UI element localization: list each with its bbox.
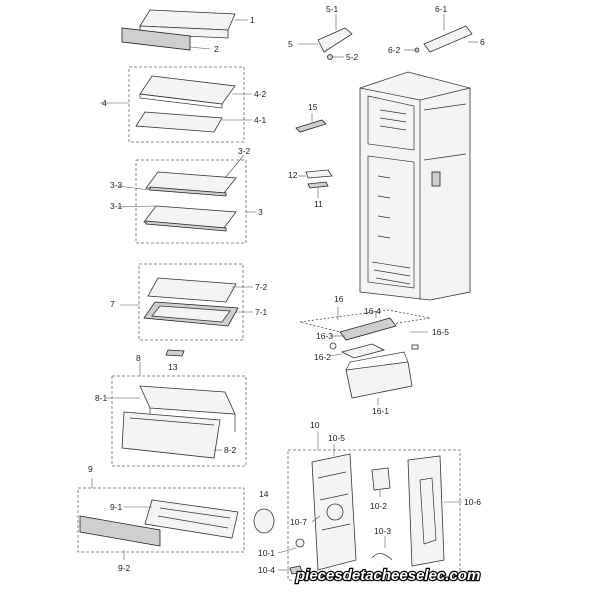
part-14-cap — [253, 508, 275, 534]
label-6-2: 6-2 — [388, 45, 401, 55]
label-9-1: 9-1 — [110, 502, 123, 512]
part-16-ice-assembly — [299, 307, 431, 405]
watermark-text: piecesdetacheeselec.com — [295, 567, 480, 584]
label-4-1: 4-1 — [254, 115, 267, 125]
label-3: 3 — [258, 207, 263, 217]
label-5-1: 5-1 — [326, 4, 339, 14]
group-box-8 — [111, 375, 247, 467]
label-7-2: 7-2 — [255, 282, 268, 292]
part-cabinet — [359, 71, 471, 301]
part-12-11-sensor — [298, 169, 333, 198]
label-16-3: 16-3 — [316, 331, 333, 341]
label-16-2: 16-2 — [314, 352, 331, 362]
label-10-2: 10-2 — [370, 501, 387, 511]
label-7-1: 7-1 — [255, 307, 268, 317]
label-16: 16 — [334, 294, 344, 304]
part-1-2-tray — [121, 9, 248, 51]
label-3-2: 3-2 — [238, 146, 251, 156]
label-8-2: 8-2 — [224, 445, 237, 455]
label-16-5: 16-5 — [432, 327, 449, 337]
label-9: 9 — [88, 464, 93, 474]
label-10-5: 10-5 — [328, 433, 345, 443]
part-13-clip — [165, 349, 185, 357]
group-box-9 — [77, 487, 245, 553]
label-5: 5 — [288, 39, 293, 49]
label-8-1: 8-1 — [95, 393, 108, 403]
label-10-3: 10-3 — [374, 526, 391, 536]
part-10-rear-assembly — [277, 432, 462, 575]
label-10-4: 10-4 — [258, 565, 275, 575]
label-14: 14 — [259, 489, 269, 499]
part-4-shelf — [100, 75, 252, 133]
label-12: 12 — [288, 170, 298, 180]
group-box-3 — [135, 159, 247, 244]
part-5-hinge — [298, 14, 353, 60]
part-15-light-cover — [295, 113, 327, 133]
label-10-1: 10-1 — [258, 548, 275, 558]
label-8: 8 — [136, 353, 141, 363]
part-8-crisper-drawer — [106, 362, 236, 459]
part-6-hinge-cover — [404, 14, 478, 53]
part-3-glass-shelf — [117, 154, 256, 232]
label-2: 2 — [214, 44, 219, 54]
group-box-10 — [287, 449, 461, 581]
label-13: 13 — [168, 362, 178, 372]
label-1: 1 — [250, 15, 255, 25]
label-10-6: 10-6 — [464, 497, 481, 507]
label-3-3: 3-3 — [110, 180, 123, 190]
label-4-2: 4-2 — [254, 89, 267, 99]
label-6: 6 — [480, 37, 485, 47]
label-10-7: 10-7 — [290, 517, 307, 527]
label-9-2: 9-2 — [118, 563, 131, 573]
label-5-2: 5-2 — [346, 52, 359, 62]
part-9-bottom-drawer — [79, 478, 239, 560]
part-7-crisper-cover — [120, 277, 253, 327]
label-3-1: 3-1 — [110, 201, 123, 211]
label-10: 10 — [310, 420, 320, 430]
label-7: 7 — [110, 299, 115, 309]
group-box-7 — [138, 263, 244, 341]
label-11: 11 — [314, 199, 323, 209]
label-15: 15 — [308, 102, 318, 112]
label-4: 4 — [102, 98, 107, 108]
label-16-1: 16-1 — [372, 406, 389, 416]
label-6-1: 6-1 — [435, 4, 448, 14]
label-16-4: 16-4 — [364, 306, 381, 316]
group-box-4 — [128, 66, 245, 143]
